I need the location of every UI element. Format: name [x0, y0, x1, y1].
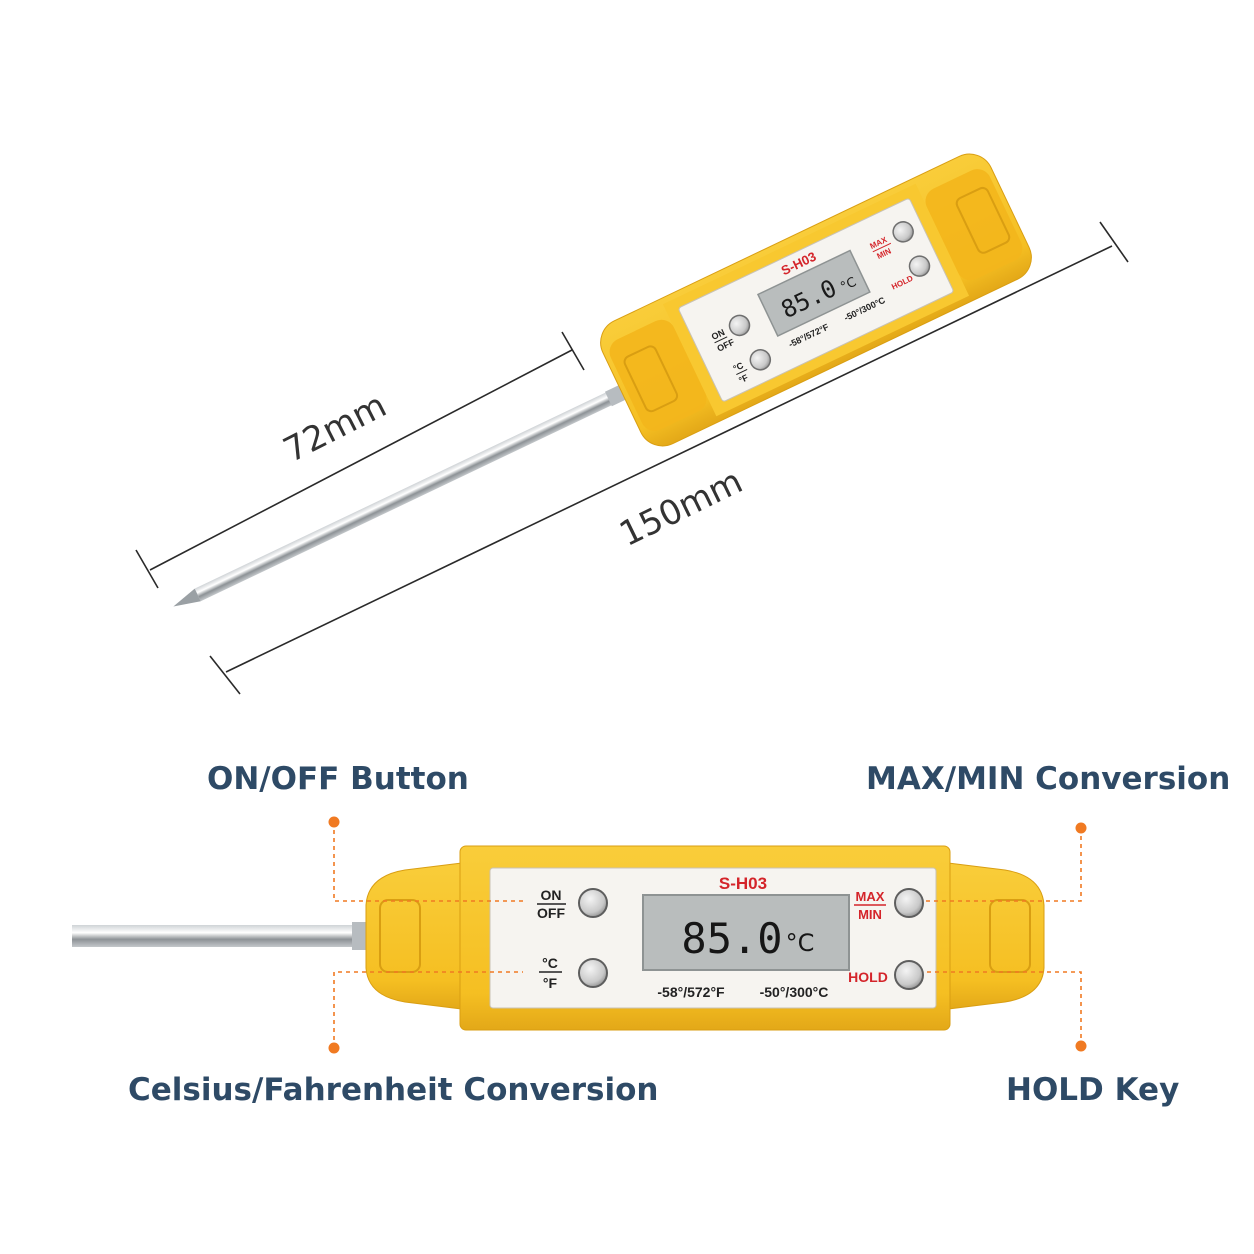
callout-dot-maxmin	[1075, 822, 1087, 834]
cf-button-angled[interactable]	[747, 346, 774, 373]
dimension-lines	[135, 221, 1129, 695]
maxmin-button[interactable]	[894, 888, 924, 918]
handle-cap-left	[365, 861, 471, 1011]
range-celsius: -50°/300°C	[760, 984, 829, 1000]
callout-hold-label: HOLD Key	[1006, 1072, 1180, 1108]
callout-dot-hold	[1075, 1040, 1087, 1052]
lcd-angled	[756, 249, 871, 337]
callout-dots	[328, 816, 1087, 1054]
lcd-screen	[642, 894, 850, 971]
lcd-unit: °C	[786, 929, 815, 957]
callout-dot-onoff	[328, 816, 340, 828]
dim-150-tick-right	[1099, 221, 1129, 263]
callout-maxmin-label: MAX/MIN Conversion	[866, 761, 1231, 797]
maxmin-label-max: MAX	[856, 889, 885, 904]
callout-lines	[333, 822, 1082, 1048]
callout-line-hold	[925, 971, 1082, 1046]
hold-label: HOLD	[848, 969, 888, 985]
btn-c-label-angled: °C	[732, 360, 746, 374]
onoff-label-on: ON	[541, 887, 562, 903]
thermometer-angled: S-H03 85.0 °C -58°/572°F -50°/300°C ON O…	[173, 153, 1032, 607]
dim-72-tick-right	[561, 331, 585, 371]
callout-cf-label: Celsius/Fahrenheit Conversion	[128, 1072, 659, 1108]
dim-72-line	[149, 349, 573, 571]
onoff-label-off: OFF	[537, 905, 565, 921]
callout-onoff-label: ON/OFF Button	[207, 761, 469, 797]
probe-horizontal	[72, 922, 370, 950]
cf-label-f: °F	[543, 975, 558, 991]
callout-dot-cf	[328, 1042, 340, 1054]
dim-150-line	[225, 245, 1113, 673]
range-fahrenheit: -58°/572°F	[657, 984, 725, 1000]
lcd-unit-angled: °C	[838, 275, 859, 295]
hold-button-angled[interactable]	[906, 253, 933, 280]
callout-line-cf	[333, 971, 523, 1048]
onoff-button[interactable]	[578, 888, 608, 918]
probe-angled	[173, 378, 639, 607]
dim-72-label: 72mm	[277, 386, 393, 471]
maxmin-label-min: MIN	[858, 907, 882, 922]
cf-label-c: °C	[542, 955, 558, 971]
dim-72-tick-left	[135, 549, 159, 589]
onoff-button-angled[interactable]	[726, 312, 753, 339]
callout-line-maxmin	[925, 828, 1082, 902]
maxmin-button-angled[interactable]	[890, 219, 917, 246]
model-label: S-H03	[719, 874, 767, 893]
cf-button[interactable]	[578, 958, 608, 988]
handle-cap-right	[939, 861, 1045, 1011]
lcd-reading: 85.0	[681, 914, 782, 963]
thermometer-horizontal: S-H03 85.0 °C -58°/572°F -50°/300°C ON O…	[72, 845, 1045, 1031]
hold-button[interactable]	[894, 960, 924, 990]
callout-line-onoff	[333, 822, 523, 902]
dim-150-tick-left	[209, 655, 241, 695]
